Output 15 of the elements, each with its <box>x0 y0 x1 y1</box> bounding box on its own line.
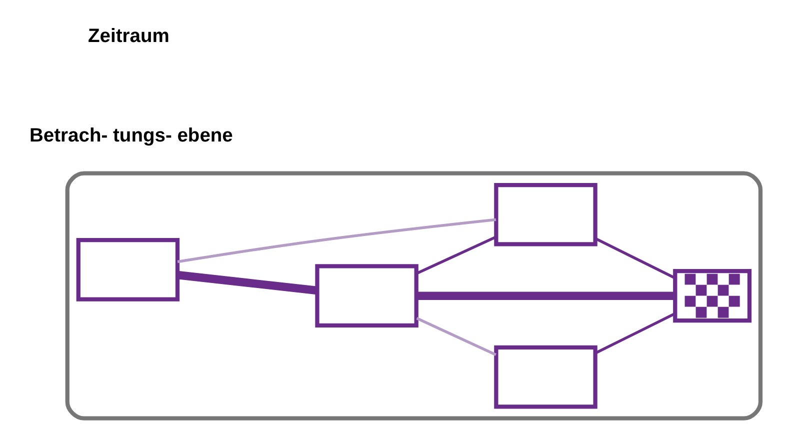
cluster <box>65 171 763 420</box>
connector <box>594 237 676 280</box>
connector <box>416 292 675 300</box>
connector <box>416 236 496 275</box>
label: Zeitraum <box>88 26 170 48</box>
node-box <box>315 264 418 328</box>
connector <box>177 218 496 264</box>
connector <box>177 270 318 295</box>
node-box <box>494 345 598 409</box>
node-box <box>673 269 752 323</box>
label: Betrach- tungs- ebene <box>30 125 233 146</box>
node-box <box>76 238 180 302</box>
node-box <box>494 182 598 246</box>
connector <box>594 312 676 354</box>
connector <box>416 317 496 356</box>
